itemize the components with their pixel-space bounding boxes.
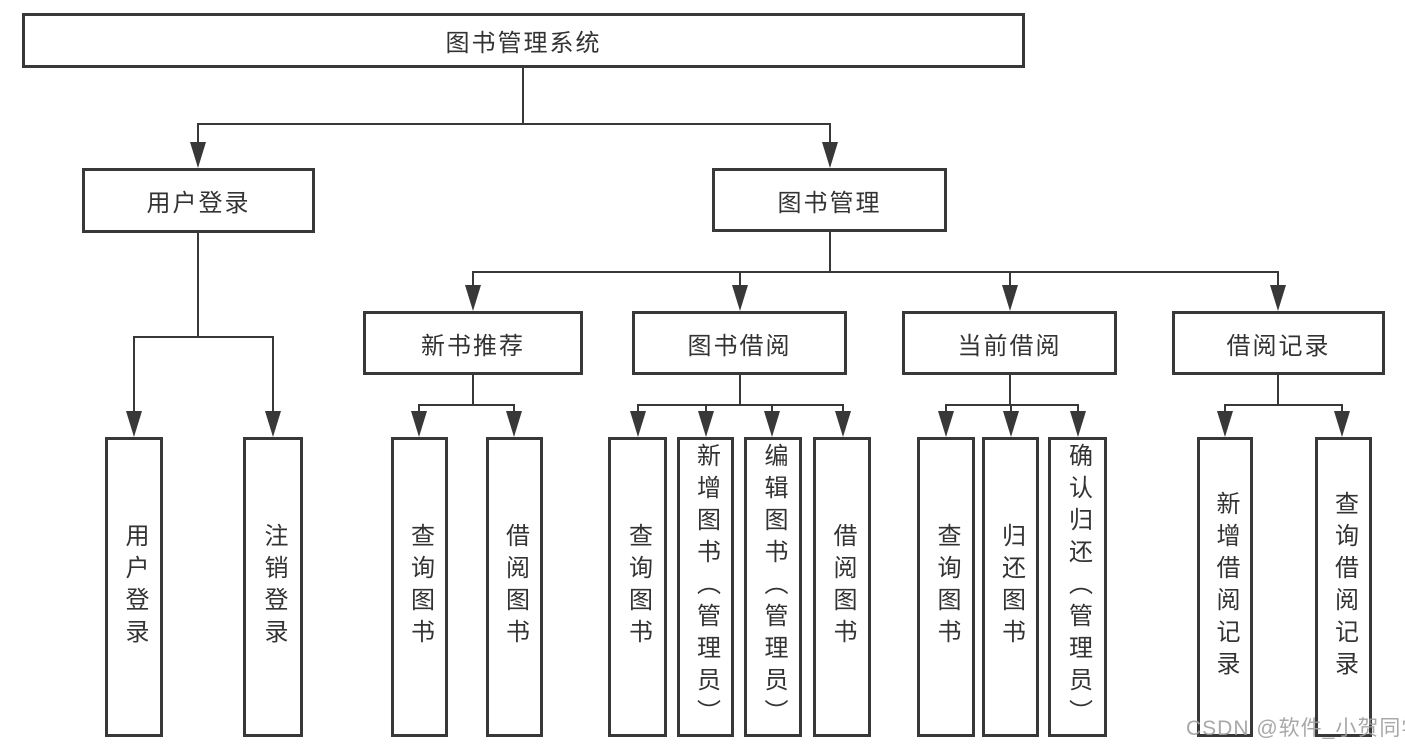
leaf-logout: 注销登录 — [243, 437, 303, 737]
leaf-current-confirm-return-admin: 确认归还（管理员） — [1048, 437, 1107, 737]
node-user-login: 用户登录 — [82, 168, 315, 233]
leaf-label: 归还图书 — [997, 523, 1025, 651]
leaf-label: 借阅图书 — [501, 523, 529, 651]
leaf-records-add-record: 新增借阅记录 — [1197, 437, 1253, 737]
node-current-borrowing: 当前借阅 — [902, 311, 1117, 375]
leaf-current-return-books: 归还图书 — [982, 437, 1039, 737]
leaf-label: 查询图书 — [933, 523, 960, 651]
leaf-label: 确认归还（管理员） — [1064, 443, 1092, 731]
leaf-label: 查询图书 — [406, 523, 434, 651]
node-root: 图书管理系统 — [22, 13, 1025, 68]
leaf-records-query-record: 查询借阅记录 — [1315, 437, 1372, 737]
leaf-borrowing-edit-books-admin: 编辑图书（管理员） — [744, 437, 802, 737]
csdn-watermark: CSDN @软件_小贺同学 — [1186, 717, 1405, 740]
leaf-recommend-query-books: 查询图书 — [391, 437, 448, 737]
leaf-current-query-books: 查询图书 — [917, 437, 975, 737]
leaf-label: 新增借阅记录 — [1212, 491, 1239, 683]
leaf-recommend-borrow-books: 借阅图书 — [486, 437, 543, 737]
node-new-book-recommendation: 新书推荐 — [363, 311, 583, 375]
leaf-borrowing-borrow-books: 借阅图书 — [813, 437, 871, 737]
leaf-borrowing-query-books: 查询图书 — [608, 437, 667, 737]
leaf-user-login: 用户登录 — [105, 437, 163, 737]
node-book-borrowing: 图书借阅 — [632, 311, 847, 375]
leaf-label: 借阅图书 — [829, 523, 856, 651]
leaf-label: 查询图书 — [624, 523, 652, 651]
leaf-label: 注销登录 — [260, 523, 287, 651]
leaf-label: 新增图书（管理员） — [692, 443, 720, 731]
leaf-borrowing-add-books-admin: 新增图书（管理员） — [677, 437, 734, 737]
node-borrowing-records: 借阅记录 — [1172, 311, 1385, 375]
leaf-label: 用户登录 — [121, 523, 148, 651]
node-book-management: 图书管理 — [712, 168, 947, 232]
leaf-label: 查询借阅记录 — [1330, 491, 1358, 683]
leaf-label: 编辑图书（管理员） — [760, 443, 787, 731]
